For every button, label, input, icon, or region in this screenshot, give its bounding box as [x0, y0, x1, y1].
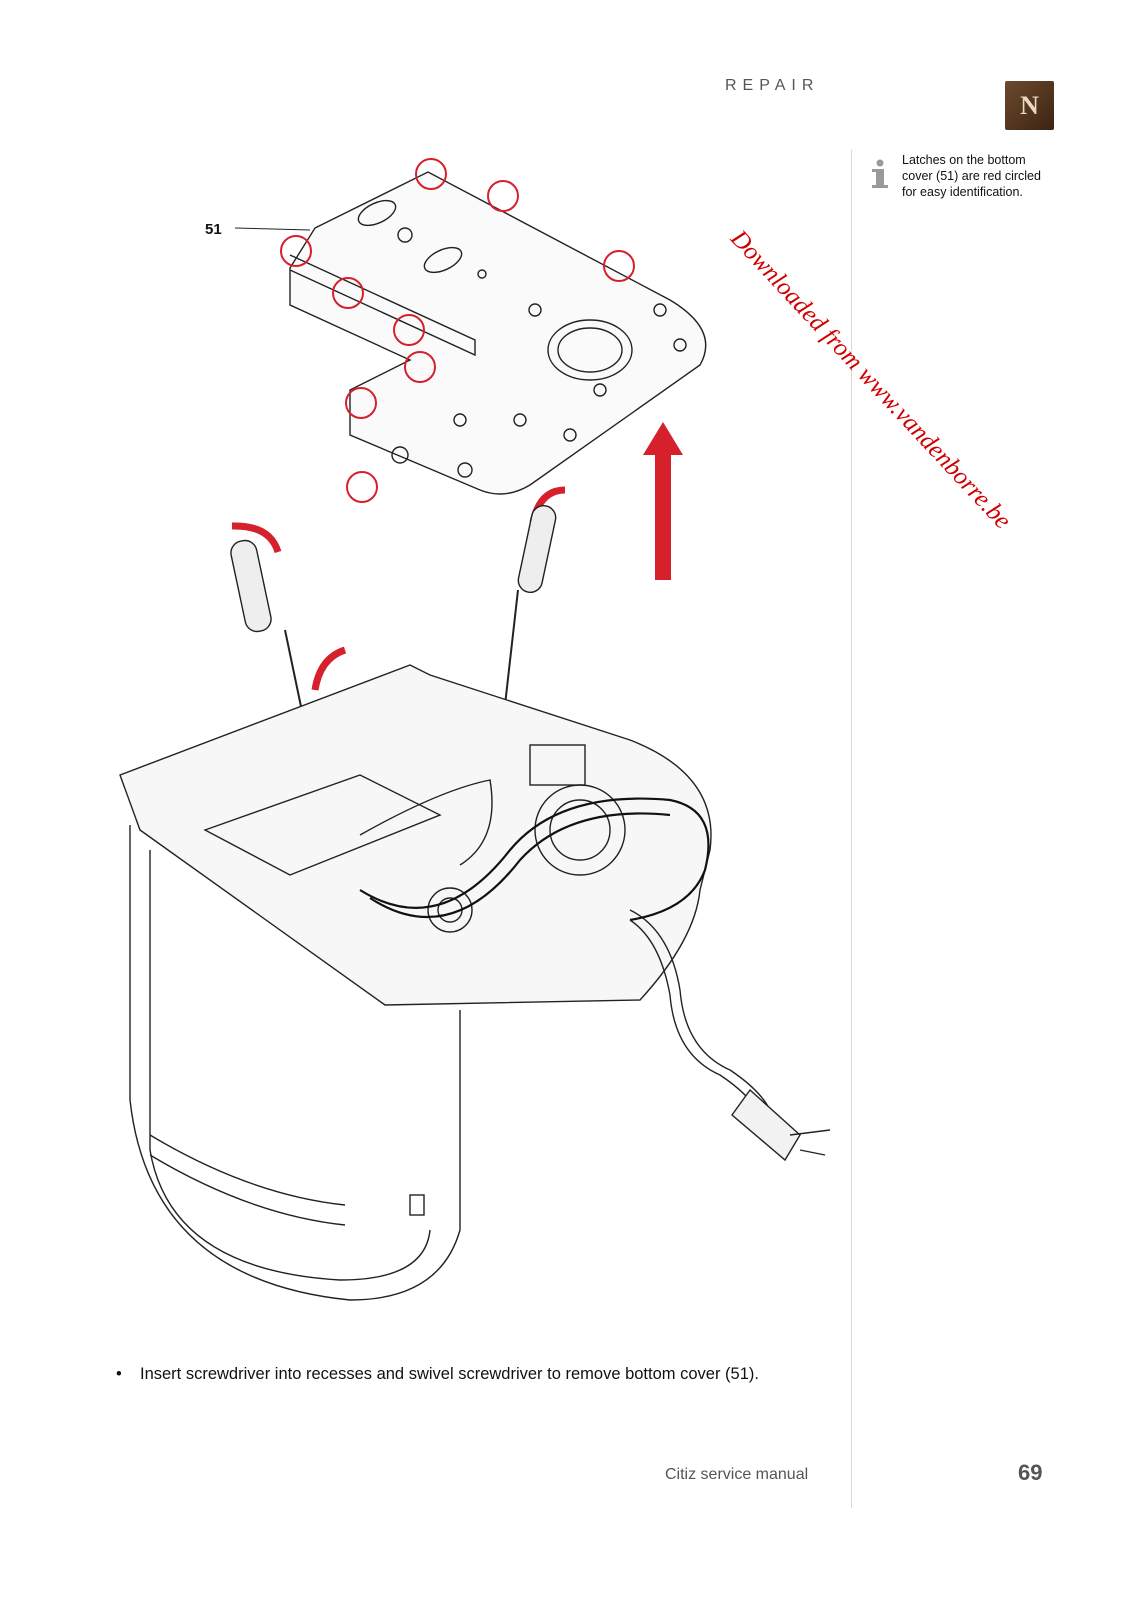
disassembly-illustration: 51 — [119, 158, 831, 1301]
internal-wiring — [359, 797, 710, 922]
brand-logo: N — [1005, 81, 1054, 130]
bottom-cover — [289, 171, 707, 495]
swivel-arrows — [231, 486, 566, 691]
footer-title: Citiz service manual — [665, 1466, 809, 1483]
instruction-step: • Insert screwdriver into recesses and s… — [108, 1363, 828, 1385]
info-icon — [872, 159, 888, 188]
latch-circles — [280, 158, 635, 503]
page-number: 69 — [1018, 1460, 1043, 1485]
instruction-text: Insert screwdriver into recesses and swi… — [140, 1365, 759, 1383]
machine-body — [119, 664, 831, 1301]
sidebar-note: Latches on the bottom cover (51) are red… — [866, 152, 1044, 200]
section-header: REPAIR — [725, 77, 820, 94]
logo-letter: N — [1020, 91, 1039, 120]
bullet: • — [116, 1365, 122, 1383]
column-divider — [851, 150, 852, 1508]
lift-arrow — [643, 422, 683, 580]
note-text: Latches on the bottom cover (51) are red… — [902, 153, 1041, 199]
part-label-51: 51 — [205, 221, 222, 238]
